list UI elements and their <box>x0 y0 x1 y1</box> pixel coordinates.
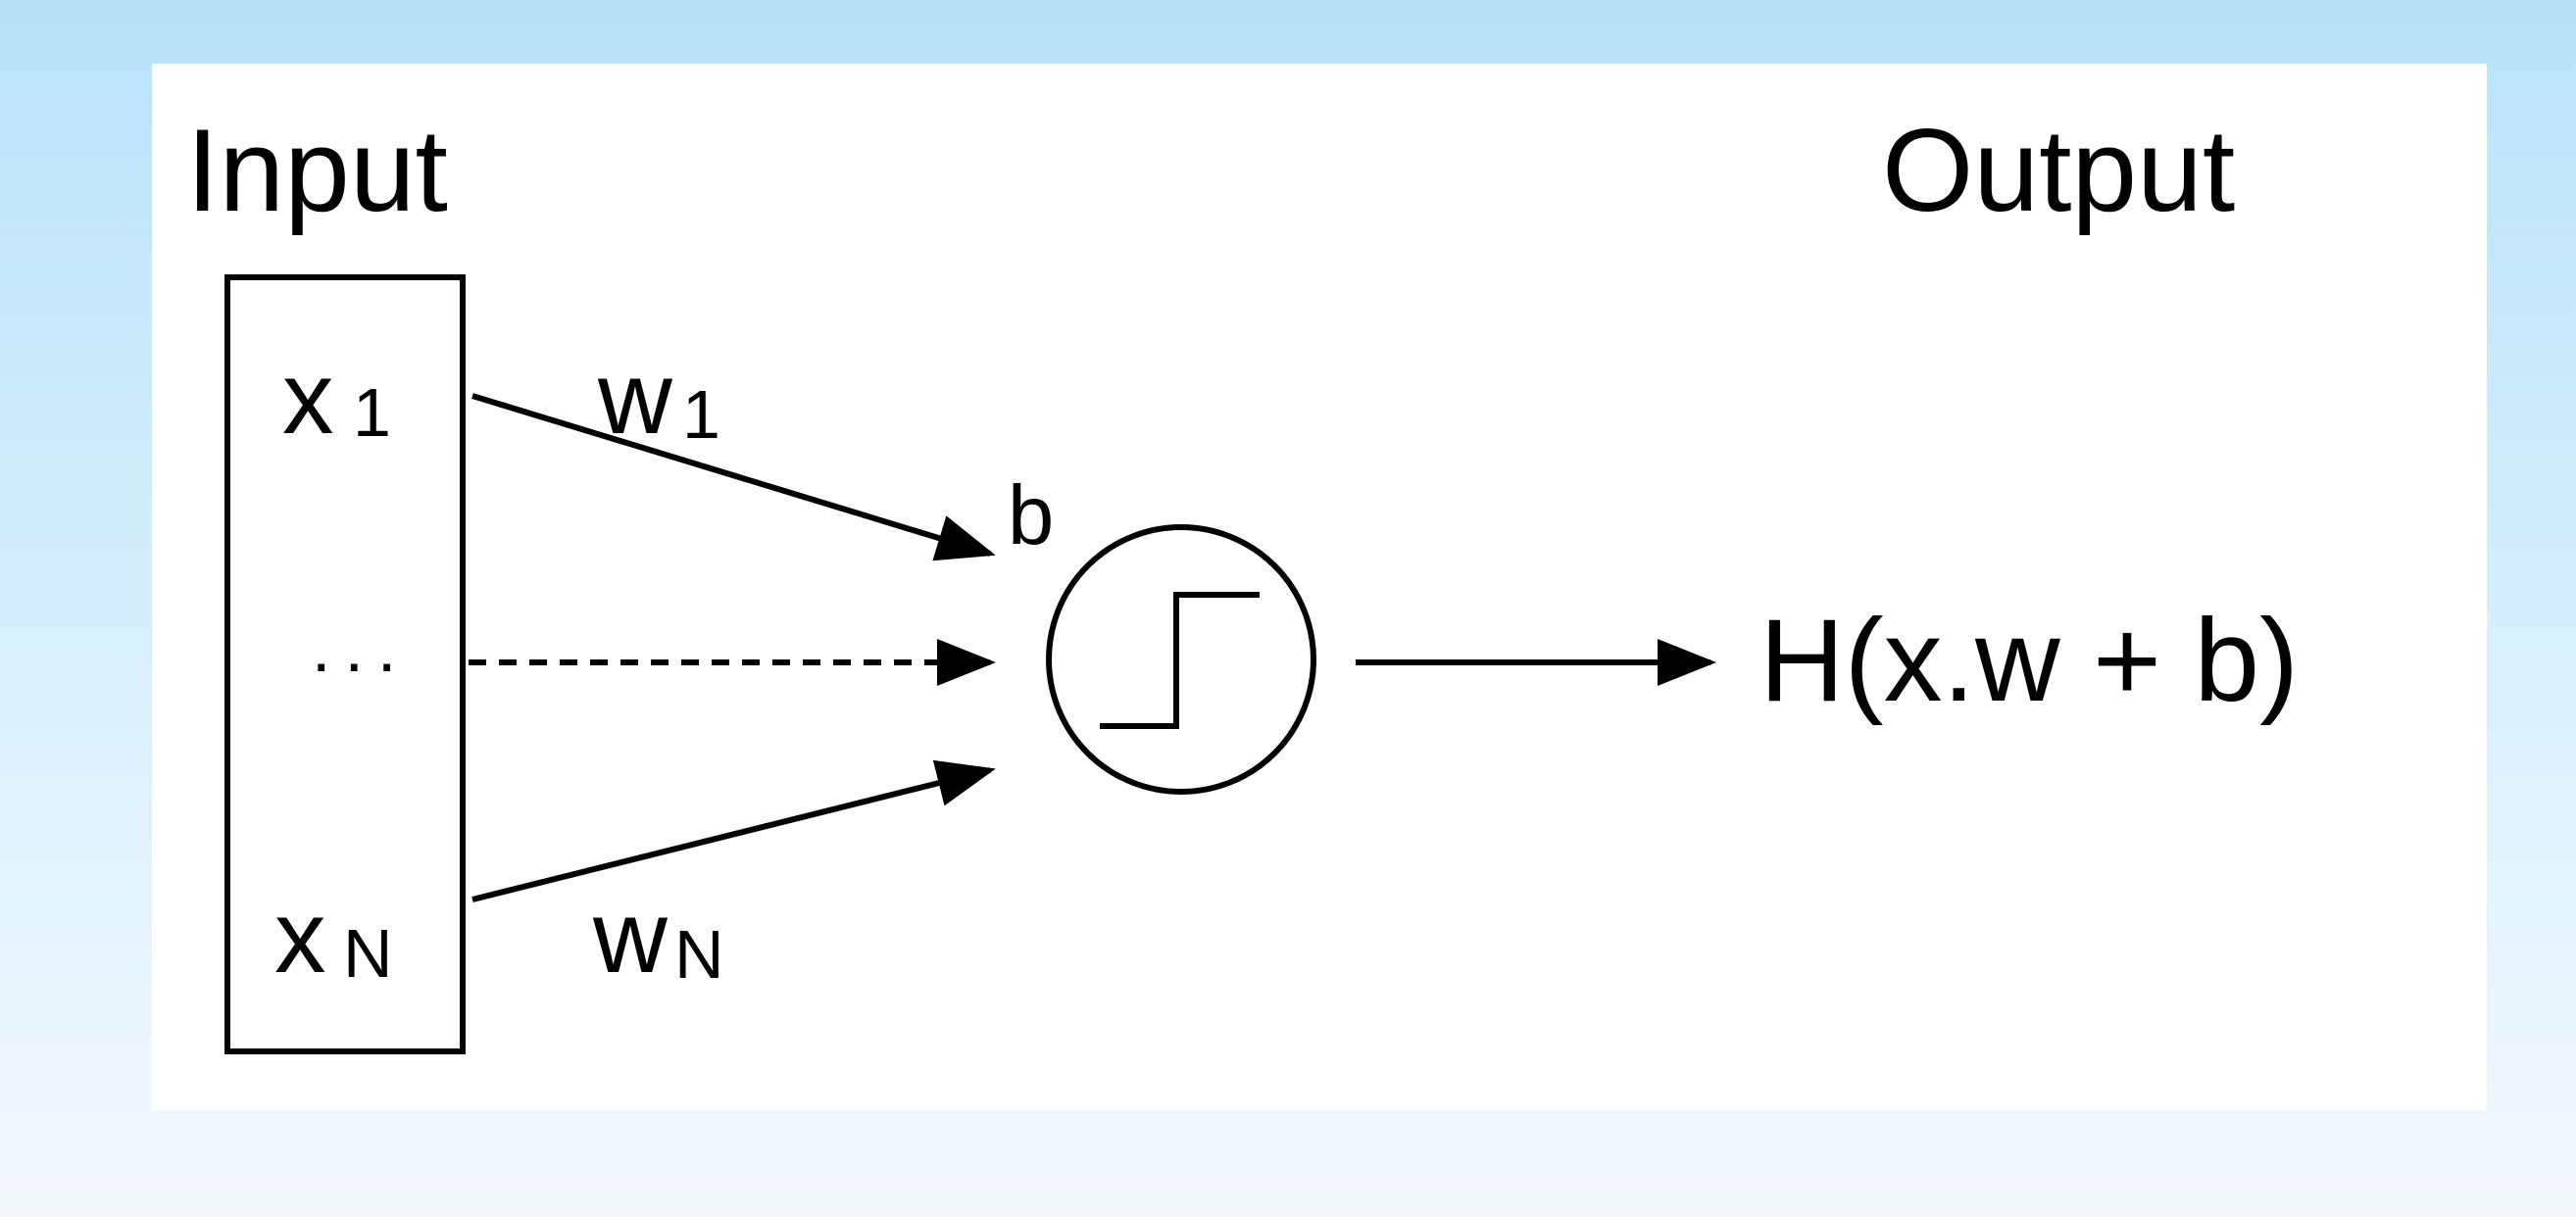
neuron-circle <box>1046 524 1316 795</box>
weight-wn-label: w N <box>592 880 724 995</box>
svg-text:1: 1 <box>682 376 720 453</box>
svg-text:w: w <box>592 880 669 995</box>
svg-text:N: N <box>343 915 393 992</box>
input-xn-label: x N <box>274 880 393 995</box>
input-vector-box <box>224 274 466 1054</box>
svg-text:1: 1 <box>353 374 391 451</box>
bias-label: b <box>1008 469 1054 562</box>
svg-text:N: N <box>674 916 724 993</box>
weight-arrow-w1 <box>471 393 996 561</box>
output-heading: Output <box>1882 105 2235 236</box>
input-x1-label: x 1 <box>282 341 391 456</box>
input-heading: Input <box>186 105 448 236</box>
weight-arrow-wn <box>471 759 996 902</box>
output-formula: H(x.w + b) <box>1759 595 2299 726</box>
input-ellipsis: ... <box>312 609 410 686</box>
svg-text:x: x <box>274 880 326 995</box>
weight-w1-label: w 1 <box>597 341 720 456</box>
step-function-icon <box>1100 592 1260 729</box>
svg-text:x: x <box>282 341 334 456</box>
svg-text:w: w <box>597 341 673 456</box>
diagram-panel <box>152 64 2487 1110</box>
